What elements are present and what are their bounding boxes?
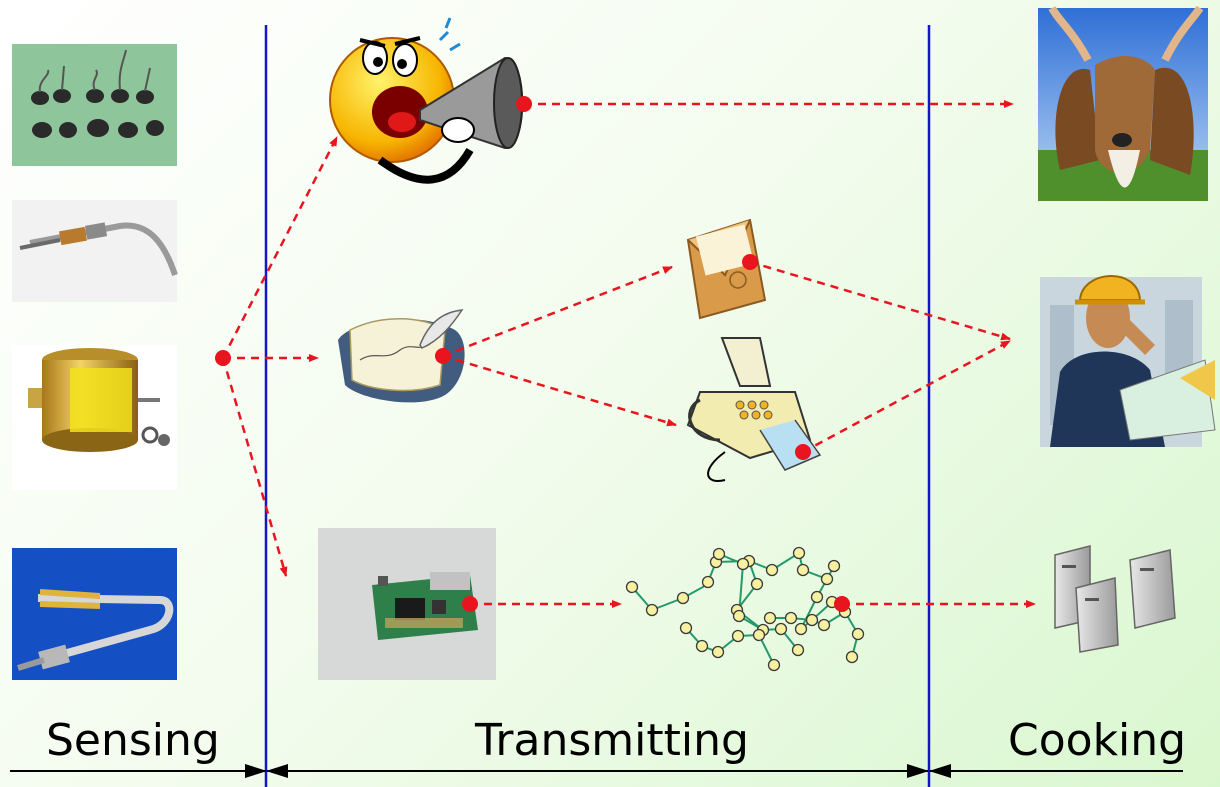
mesh-network-icon — [625, 546, 865, 672]
flow-arrow-letter-to-fax — [442, 354, 677, 427]
flow-arrow-sensor-to-board — [221, 357, 288, 577]
megaphone-node-dot — [516, 96, 532, 112]
source-node-dot — [215, 350, 231, 366]
flow-arrow-fax-to-engineer — [802, 339, 1011, 454]
cooking-label: Cooking — [1008, 715, 1186, 766]
megaphone-shouting-icon — [329, 17, 524, 184]
transmitting-label: Transmitting — [474, 715, 749, 766]
thermocouple-photo — [12, 548, 177, 680]
flow-arrow-envelope-to-engineer — [749, 260, 1011, 341]
pressure-gauge-photo — [12, 345, 177, 490]
flow-arrow-sensor-to-megaphone — [221, 136, 339, 359]
letter-node-dot — [435, 348, 451, 364]
fax-node-dot — [795, 444, 811, 460]
fax-machine-icon — [686, 337, 822, 482]
handwritten-letter-icon — [338, 309, 465, 403]
servers-icon — [1054, 545, 1176, 653]
envelope-icon — [686, 218, 767, 320]
envelope-node-dot — [742, 254, 758, 270]
engineer-on-phone-icon — [1040, 275, 1216, 447]
board-node-dot — [462, 596, 478, 612]
circuit-board-photo — [318, 528, 496, 680]
sensing-label: Sensing — [46, 715, 220, 766]
flow-arrow-letter-to-envelope — [442, 265, 673, 358]
network-node-dot — [834, 596, 850, 612]
dog-ears-photo — [1038, 5, 1208, 201]
probe-sensor-photo — [12, 200, 178, 302]
button-sensors-photo — [12, 44, 177, 166]
